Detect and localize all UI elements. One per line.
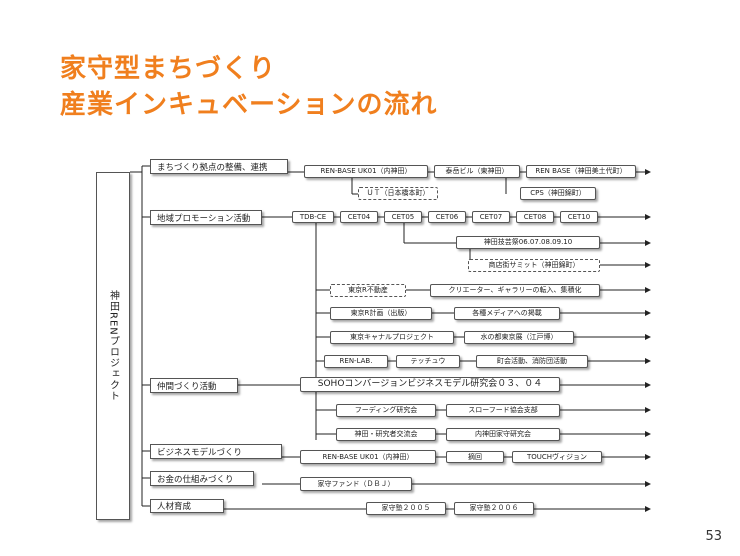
node-cet05: CET05 [384,211,422,223]
node-kanda-fes: 神田技芸祭06.07.08.09.10 [456,236,600,249]
node-slowfood: スローフード協会支部 [446,404,560,417]
node-feeding: フーディング研究会 [336,404,436,417]
node-taigaku-bldg: 泰岳ビル（東神田） [434,165,520,178]
node-tdb-ce: TDB-CE [292,211,334,223]
page-number: 53 [705,529,722,544]
title-line-2: 産業インキュベーションの流れ [60,90,438,120]
node-media: 各種メディアへの掲載 [454,307,560,320]
node-cet07: CET07 [472,211,510,223]
node-cet06: CET06 [428,211,466,223]
node-tokyo-r-fudosan: 東京R不動産 [330,284,406,297]
node-ren-base-uk01-2: REN-BASE UK01（内神田） [300,450,436,464]
project-main-box: 神田RENプロジェクト [96,172,130,520]
node-tecchuu: テッチュウ [396,355,460,368]
node-kanda-researchers: 神田・研究者交流会 [336,428,436,441]
node-touch-vision: TOUCHヴィジョン [512,451,602,463]
category-network: 仲間づくり活動 [150,378,238,393]
title-line-1: 家守型まちづくり [60,54,277,84]
category-hr: 人材育成 [150,499,224,513]
node-ren-lab: REN-LAB. [324,355,388,368]
category-business-model: ビジネスモデルづくり [150,444,282,459]
node-tokyo-canal: 東京キャナルプロジェクト [330,331,454,344]
node-yamori-juku-2005: 家守塾２００５ [366,502,446,515]
node-yamori-juku-2006: 家守塾２００６ [454,502,534,515]
category-base: まちづくり拠点の整備、連携 [150,159,288,174]
project-main-label: 神田RENプロジェクト [107,290,119,402]
node-ren-base-uk01: REN-BASE UK01（内神田） [304,165,428,178]
node-shotengai-summit: 商店街サミット（神田錦町） [468,259,600,272]
category-finance: お金の仕組みづくり [150,471,254,486]
node-ut: ＵＴ（日本橋本町） [358,187,438,200]
node-tokyo-r-keikaku: 東京R計画（出版） [330,307,432,320]
node-ikusei: 摘回 [446,451,504,463]
node-soho-conversion: SOHOコンバージョンビジネスモデル研究会０３、０４ [300,377,560,392]
node-ren-base-misakicho: REN BASE（神田美土代町） [526,165,636,178]
node-mizu-no-miyako: 水の都東京展（江戸博） [464,331,574,344]
node-uchikanda-yamori: 内神田家守研究会 [446,428,560,441]
category-promotion: 地域プロモーション活動 [150,210,262,225]
node-creator-gallery: クリエーター、ギャラリーの転入、集積化 [430,284,600,297]
node-cet04: CET04 [340,211,378,223]
node-cet10: CET10 [560,211,598,223]
node-chokai-activity: 町会活動、消防団活動 [476,355,588,368]
node-cet08: CET08 [516,211,554,223]
node-cps: CPS（神田錦町） [520,187,596,200]
node-yamori-fund: 家守ファンド（ＤＢＪ） [300,477,412,491]
